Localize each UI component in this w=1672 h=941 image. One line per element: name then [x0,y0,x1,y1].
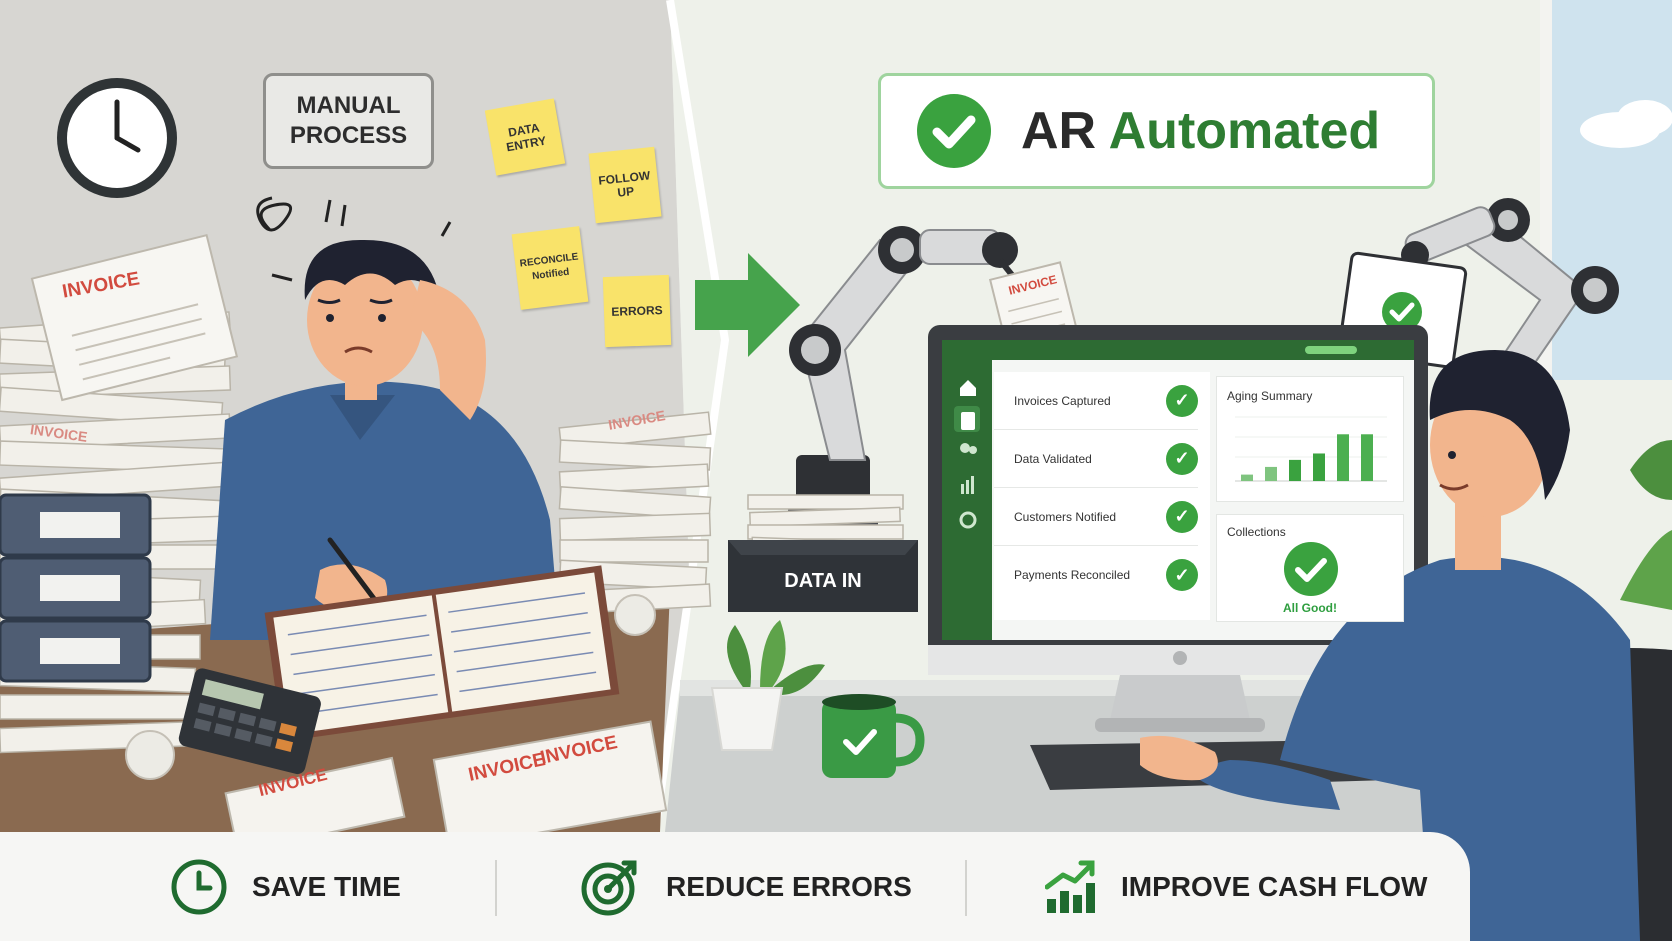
gear-icon [959,511,977,529]
step-check-icon: ✓ [1166,500,1198,533]
badge-title-prefix: AR [1021,102,1109,160]
document-icon [961,412,975,430]
users-icon [960,443,970,453]
bar-chart-icon [961,476,974,494]
step-label: Invoices Captured [1014,393,1111,408]
step-label: Customers Notified [1014,509,1117,524]
step-row: Customers Notified ✓ [994,488,1198,546]
app-sidebar [944,360,992,640]
step-check-icon: ✓ [1166,559,1198,591]
calm-worker [1140,350,1640,941]
badge-title: AR Automated [1021,101,1380,161]
sticky-note-errors: ERRORS [602,274,672,348]
benefit-improve-cash-flow: IMPROVE CASH FLOW [1045,860,1428,913]
target-icon [581,860,637,916]
home-icon [960,380,976,396]
sticky-note-text: RECONCILE Notified [519,251,579,283]
sticky-note-data-entry: DATA ENTRY [484,98,566,176]
benefit-label: REDUCE ERRORS [666,871,912,902]
step-label: Payments Reconciled [1014,568,1131,582]
sticky-note-text: DATA ENTRY [505,120,548,155]
aging-bar [1361,434,1373,481]
aging-bar [1313,453,1325,481]
benefit-reduce-errors: REDUCE ERRORS [580,860,912,916]
aging-bar [1337,434,1349,481]
step-row: Invoices Captured ✓ [994,372,1198,430]
sticky-note-text: ERRORS [611,303,663,319]
divider [965,860,967,916]
step-check-icon: ✓ [1166,384,1198,417]
ar-automated-badge: AR Automated [878,73,1435,189]
sticky-note-reconcile: RECONCILE Notified [511,226,589,310]
aging-bar [1265,466,1277,481]
step-check-icon: ✓ [1166,442,1198,475]
check-circle-icon [917,94,991,168]
divider [495,860,497,916]
benefit-save-time: SAVE TIME [170,859,401,915]
step-row: Payments Reconciled ✓ [994,546,1198,604]
collections-title: Collections [1227,525,1286,539]
step-row: Data Validated ✓ [994,430,1198,488]
sticky-note-text: FOLLOW UP [597,168,651,200]
step-label: Data Validated [1014,451,1092,466]
benefit-label: IMPROVE CASH FLOW [1121,871,1428,902]
benefit-label: SAVE TIME [252,871,401,902]
benefits-bar [0,832,1470,941]
app-sidebar-icons [959,380,977,529]
collections-status: All Good! [1283,601,1337,615]
chart-growth-icon [1045,860,1095,913]
collections-check-icon [1284,542,1338,596]
aging-bar-chart [1235,416,1387,482]
aging-summary-card: Aging Summary [1216,376,1404,502]
manual-process-text: MANUAL PROCESS [289,92,408,149]
robot-arm-right [1401,198,1619,372]
aging-bar [1241,474,1253,481]
manual-process-sign: MANUAL PROCESS [263,73,434,169]
stressed-worker [210,196,560,640]
collections-card: Collections All Good! [1216,514,1404,622]
data-in-label: DATA IN [784,570,862,592]
aging-summary-title: Aging Summary [1227,389,1313,403]
sticky-note-follow-up: FOLLOW UP [588,146,662,224]
badge-title-highlight: Automated [1108,102,1381,160]
aging-bar [1289,459,1301,481]
process-steps-panel: Invoices Captured ✓ Data Validated ✓ Cus… [994,372,1210,620]
clock-icon [171,859,227,915]
